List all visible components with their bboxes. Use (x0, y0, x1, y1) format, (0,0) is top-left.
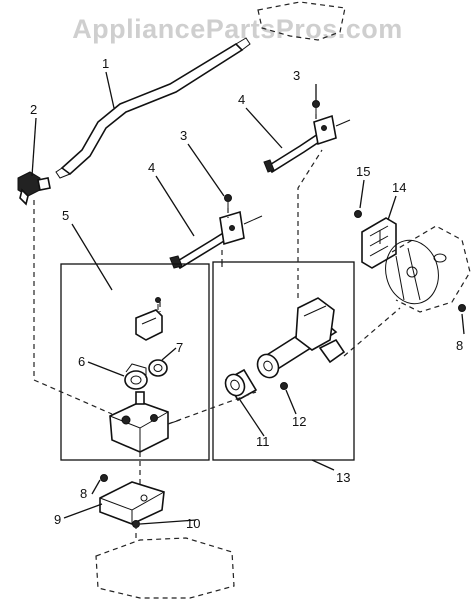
callout-4-upper: 4 (238, 92, 245, 107)
assembly-box-13 (212, 261, 355, 461)
part-15-screw (354, 210, 362, 218)
part-2-fitting (17, 171, 51, 206)
callout-9: 9 (54, 512, 61, 527)
callout-2: 2 (30, 102, 37, 117)
callout-3-upper: 3 (293, 68, 300, 83)
part-3-screw-lower (224, 194, 232, 208)
callout-8-lower: 8 (80, 486, 87, 501)
callout-12: 12 (292, 414, 306, 429)
assembly-box-5 (60, 263, 210, 461)
callout-7: 7 (176, 340, 183, 355)
part-11b-air-shutter (256, 353, 280, 379)
callout-14: 14 (392, 180, 406, 195)
callout-5: 5 (62, 208, 69, 223)
part-4-electrode-upper (263, 114, 351, 174)
burner-tube (260, 297, 346, 371)
callout-4-lower: 4 (148, 160, 155, 175)
callout-3-lower: 3 (180, 128, 187, 143)
callout-1: 1 (102, 56, 109, 71)
callout-15: 15 (356, 164, 370, 179)
connection-lines (33, 114, 401, 540)
part-8-screw-lower (100, 474, 108, 482)
part-14-bracket (361, 217, 397, 269)
part-12-screw (280, 382, 288, 390)
housing-outline-bottom (95, 537, 235, 599)
callout-6: 6 (78, 354, 85, 369)
callout-10: 10 (186, 516, 200, 531)
callout-11: 11 (256, 434, 270, 449)
callout-13: 13 (336, 470, 350, 485)
part-7-coil (148, 359, 168, 377)
gas-valve-body (109, 391, 181, 453)
housing-outline-top (257, 1, 346, 41)
part-3-screw-upper (312, 100, 320, 114)
part-4-electrode-lower (169, 210, 263, 270)
part-8-screw-right (458, 304, 466, 312)
part-9-bracket (99, 481, 165, 525)
part-11-orifice (224, 368, 258, 402)
part-6-coil (124, 363, 148, 390)
part-1-gas-tube (55, 37, 251, 179)
valve-bracket (135, 297, 163, 341)
housing-outline-right (385, 225, 471, 313)
leader-lines (31, 71, 465, 525)
callout-8-right: 8 (456, 338, 463, 353)
